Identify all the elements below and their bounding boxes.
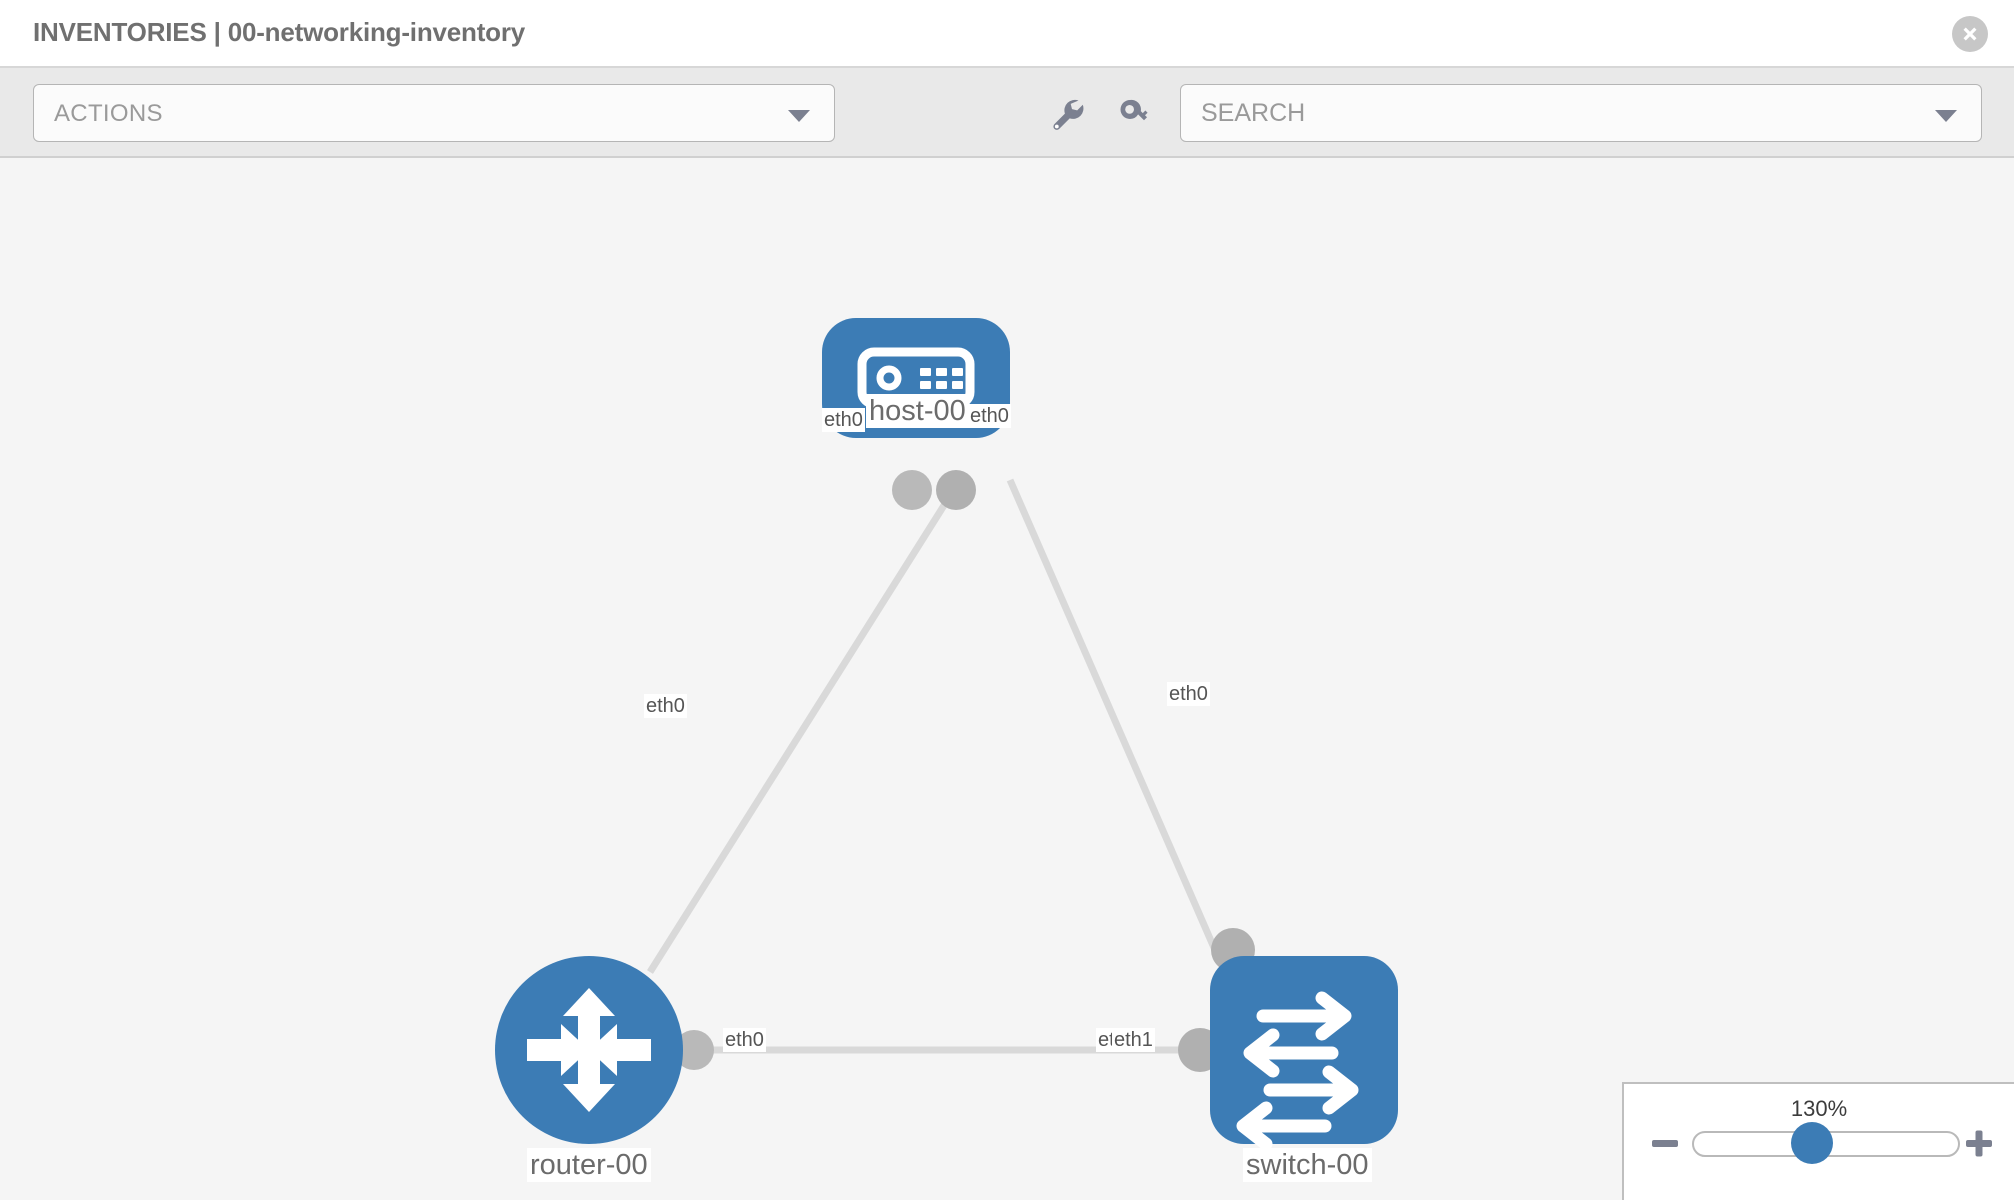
zoom-percent-label: 130% [1790,1096,1848,1121]
page-header: INVENTORIES | 00-networking-inventory [0,0,2014,68]
port-host00-right [936,470,976,510]
edge-group [647,478,1219,1054]
minus-icon[interactable] [1648,1126,1682,1160]
edge-label-host00-eth0-left: eth0 [822,408,865,432]
page-title: INVENTORIES | 00-networking-inventory [33,17,526,47]
edge-label-switch00-eth1: eth1 [1112,1028,1155,1052]
port-router00-right [674,1030,714,1070]
node-switch-00 [1210,956,1398,1151]
port-host00-left [892,470,932,510]
port-group [674,470,1255,1072]
edge-host00-router00 [647,478,963,974]
plus-icon[interactable] [1962,1126,1996,1160]
topology-graph [495,318,1398,1151]
close-icon[interactable] [1952,16,1988,52]
wrench-icon[interactable] [1045,92,1089,136]
topology-canvas[interactable]: host-00 router-00 switch-00 eth0 eth0 et… [0,160,2014,1200]
node-label-switch-00: switch-00 [1243,1148,1372,1182]
edge-label-switch00-eth0-uplink: eth0 [1167,682,1210,706]
edge-label-router00-eth0: eth0 [723,1028,766,1052]
node-label-router-00: router-00 [527,1148,651,1182]
actions-dropdown[interactable]: ACTIONS [33,84,835,142]
edge-host00-switch00 [1006,478,1219,952]
zoom-control-panel: 130% [1622,1082,2014,1200]
node-label-host-00: host-00 [866,394,969,428]
chevron-down-icon [788,110,810,122]
edge-label-host00-eth0-right: eth0 [968,404,1011,428]
node-router-00 [495,956,683,1144]
search-placeholder: SEARCH [1201,99,1306,127]
search-input[interactable]: SEARCH [1180,84,1982,142]
key-icon[interactable] [1113,92,1157,136]
actions-dropdown-label: ACTIONS [54,100,163,127]
edge-label-router00-eth0-uplink: eth0 [644,694,687,718]
zoom-slider-thumb[interactable] [1791,1122,1833,1164]
chevron-down-icon [1935,110,1957,122]
